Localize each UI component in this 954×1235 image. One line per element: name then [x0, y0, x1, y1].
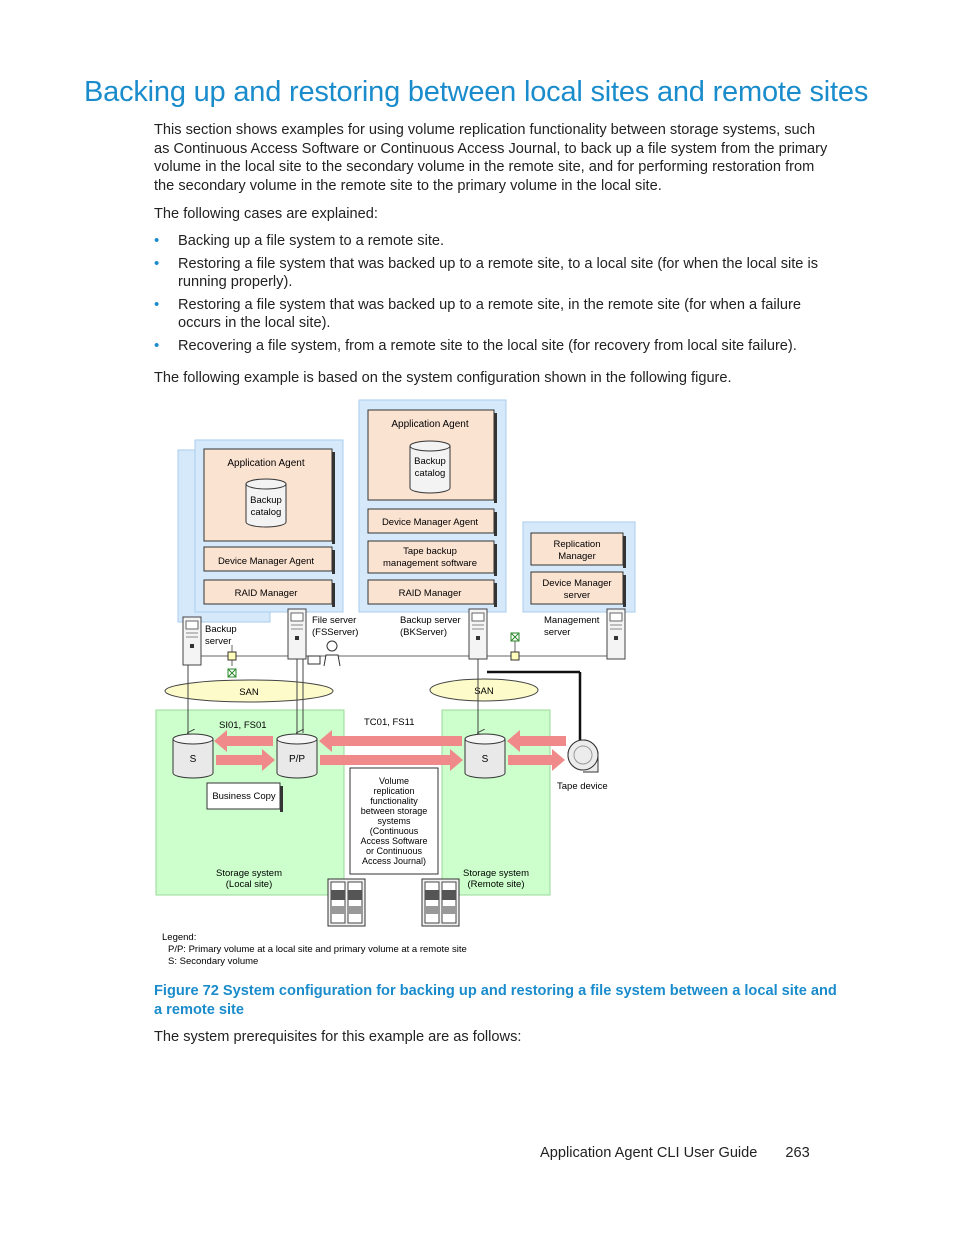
san-left: [164, 679, 334, 703]
intro-paragraph: This section shows examples for using vo…: [154, 122, 828, 194]
svg-text:Storage system: Storage system: [216, 868, 282, 879]
footer-title: Application Agent CLI User Guide: [540, 1145, 758, 1161]
volume-s-local: S: [172, 733, 214, 779]
bullet-icon: •: [154, 337, 160, 354]
san-right: [429, 678, 539, 702]
svg-text:(Remote site): (Remote site): [467, 879, 524, 890]
hub-icon: [510, 651, 520, 661]
svg-text:management software: management software: [383, 558, 477, 569]
svg-text:server: server: [564, 590, 590, 601]
svg-text:server: server: [205, 636, 231, 647]
backup-server-icon: [182, 616, 202, 666]
management-server-icon: [606, 608, 626, 660]
cases-list: •Backing up a file system to a remote si…: [154, 232, 830, 360]
list-item: •Recovering a file system, from a remote…: [154, 337, 797, 354]
volume-replication-line: between storage: [361, 806, 428, 816]
replication-manager-box: [530, 532, 624, 566]
svg-text:S: S: [482, 754, 489, 765]
storage-system-icon: [421, 878, 460, 927]
mid-tape-software-box: [367, 540, 495, 574]
svg-text:SI01, FS01: SI01, FS01: [219, 720, 267, 731]
volume-replication-line: Access Software: [360, 836, 427, 846]
svg-text:SAN: SAN: [239, 687, 259, 698]
svg-text:File server: File server: [312, 615, 356, 626]
mid-raid-label: RAID Manager: [399, 588, 462, 599]
mid-dma-label: Device Manager Agent: [382, 517, 478, 528]
svg-text:(Local site): (Local site): [226, 879, 272, 890]
example-intro: The following example is based on the sy…: [154, 370, 732, 386]
legend-title: Legend:: [162, 932, 196, 943]
volume-replication-line: Access Journal): [362, 856, 426, 866]
svg-text:P/P: P/P: [289, 754, 305, 765]
bullet-icon: •: [154, 255, 160, 272]
list-item: •Restoring a file system that was backed…: [154, 255, 818, 290]
section-title: Backing up and restoring between local s…: [84, 76, 869, 108]
svg-text:Management: Management: [544, 615, 600, 626]
left-app-agent-label: Application Agent: [227, 458, 305, 469]
svg-text:SAN: SAN: [474, 686, 494, 697]
prereq-paragraph: The system prerequisites for this exampl…: [154, 1029, 522, 1045]
svg-text:Backup: Backup: [414, 456, 446, 467]
cases-intro: The following cases are explained:: [154, 206, 378, 222]
svg-text:catalog: catalog: [415, 468, 446, 479]
mid-backup-catalog-icon: Backup catalog: [409, 440, 451, 494]
volume-replication-line: systems: [377, 816, 411, 826]
left-backup-catalog-icon: Backup catalog: [245, 478, 287, 528]
file-server-icon: [287, 608, 307, 660]
volume-replication-line: functionality: [370, 796, 418, 806]
volume-replication-box: [349, 767, 439, 875]
system-configuration-figure: Application Agent Backup catalog Device …: [150, 396, 690, 972]
list-item: •Restoring a file system that was backed…: [154, 296, 801, 331]
svg-text:Replication: Replication: [554, 539, 601, 550]
svg-text:Backup: Backup: [205, 624, 237, 635]
mid-app-agent-label: Application Agent: [391, 419, 469, 430]
left-dma-label: Device Manager Agent: [218, 556, 314, 567]
hub-icon: [227, 651, 237, 661]
figure-caption: Figure 72 System configuration for backi…: [154, 983, 837, 1018]
svg-text:Backup server: Backup server: [400, 615, 461, 626]
volume-replication-line: (Continuous: [370, 826, 419, 836]
list-item: •Backing up a file system to a remote si…: [154, 232, 445, 249]
legend-pp: P/P: Primary volume at a local site and …: [168, 944, 467, 955]
svg-text:TC01, FS11: TC01, FS11: [364, 717, 415, 728]
svg-text:(BKServer): (BKServer): [400, 627, 447, 638]
left-raid-label: RAID Manager: [235, 588, 298, 599]
volume-replication-line: Volume: [379, 776, 409, 786]
tape-device-icon: [567, 739, 599, 773]
svg-text:Business Copy: Business Copy: [212, 791, 276, 802]
svg-text:Storage system: Storage system: [463, 868, 529, 879]
storage-system-icon: [327, 878, 366, 927]
svg-text:S: S: [190, 754, 197, 765]
mid-dma-box: [367, 508, 495, 534]
svg-text:Backup: Backup: [250, 495, 282, 506]
svg-text:Tape backup: Tape backup: [403, 546, 457, 557]
page-footer: Application Agent CLI User Guide 263: [540, 1145, 810, 1161]
mid-raid-box: [367, 579, 495, 605]
bullet-icon: •: [154, 296, 160, 313]
bk-server-icon: [468, 608, 488, 660]
figure-diagram: Application Agent Backup catalog Device …: [155, 399, 636, 967]
svg-text:catalog: catalog: [251, 507, 282, 518]
volume-replication-line: or Continuous: [366, 846, 423, 856]
svg-text:Device Manager: Device Manager: [542, 578, 611, 589]
volume-s-remote: S: [464, 733, 506, 779]
svg-text:server: server: [544, 627, 570, 638]
volume-pp: P/P: [276, 733, 318, 779]
user-icon: [307, 640, 341, 667]
svg-text:Manager: Manager: [558, 551, 596, 562]
bullet-icon: •: [154, 232, 160, 249]
business-copy-box: [206, 782, 281, 810]
replication-arrows: [214, 730, 566, 771]
legend-s: S: Secondary volume: [168, 956, 258, 967]
svg-text:(FSServer): (FSServer): [312, 627, 358, 638]
device-manager-server-box: [530, 571, 624, 605]
svg-text:Tape device: Tape device: [557, 781, 608, 792]
page-number: 263: [785, 1145, 810, 1161]
left-raid-box: [203, 579, 333, 605]
volume-replication-line: replication: [373, 786, 414, 796]
